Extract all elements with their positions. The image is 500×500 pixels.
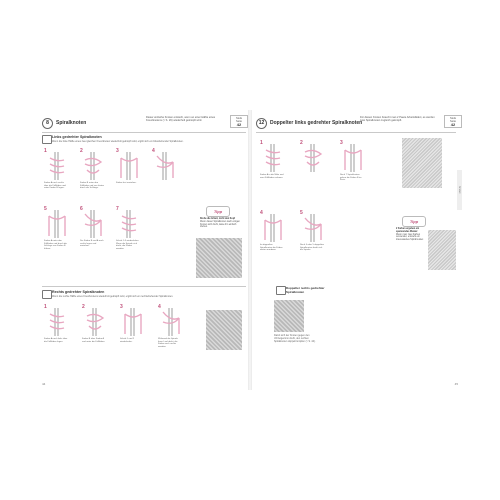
step-illustration: 3	[340, 140, 364, 174]
level-value: 42	[450, 122, 456, 127]
page-number: 44	[42, 382, 46, 386]
right-page: 12 Doppelter links gedrehter Spiralknote…	[252, 110, 462, 390]
step-caption: Faden A unter den Füllfäden und durch di…	[44, 240, 67, 251]
step-illustration: 2	[300, 140, 324, 174]
step-number: 2	[82, 304, 85, 310]
divider	[42, 286, 246, 287]
step-number: 1	[260, 140, 263, 146]
step-caption: Faden A in die Mitte und zwei Füllfäden …	[260, 174, 284, 179]
divider	[256, 132, 456, 133]
step-illustration: 4	[152, 148, 176, 182]
section-title: Rechts gedrehter Spiralknoten	[52, 290, 105, 294]
step-illustration: 3	[116, 148, 140, 182]
chapter-header: 12 Doppelter links gedrehter Spiralknote…	[256, 116, 362, 130]
level-badge: Stufe Seite 42	[444, 115, 462, 128]
step-number: 1	[44, 148, 47, 154]
step-illustration: 2	[80, 148, 104, 182]
step-number: 3	[340, 140, 343, 146]
step-caption: Nach 7 Spiralknoten gehen die Fäden B im…	[340, 174, 362, 182]
step-illustration: 1	[44, 148, 68, 182]
book-spread: 8 Spiralknoten Dieser einfache Knoten en…	[38, 110, 462, 390]
step-illustration: 4	[260, 210, 284, 244]
tipp-title: Drehe die Arbeit, nicht den Kopf	[200, 218, 236, 220]
section-description: Wenn die linke Hälfte eines zwei gleiche…	[52, 140, 184, 143]
step-number: 2	[80, 148, 83, 154]
chapter-number: 8	[42, 117, 53, 129]
step-number: 4	[152, 148, 155, 154]
chapter-header: 8 Spiralknoten	[42, 116, 86, 130]
step-caption: Schritt 1 und 2 wiederholen.	[120, 338, 135, 343]
tipp-body: Wenn man zwei Farben verwendet, entsteht…	[396, 233, 424, 242]
chapter-number: 12	[256, 117, 267, 129]
step-number: 5	[44, 206, 47, 212]
chapter-description: Dieser einfache Knoten entsteht, wenn an…	[146, 116, 216, 123]
step-illustration: 5	[300, 210, 324, 244]
step-number: 5	[300, 210, 303, 216]
step-illustration: 4	[158, 304, 182, 338]
gutter	[248, 110, 252, 390]
divider	[42, 132, 246, 133]
step-number: 1	[44, 304, 47, 310]
knot-icon	[276, 286, 286, 295]
step-caption: Während die Spirale ihren Lauf dreht, di…	[158, 338, 178, 349]
knot-photo	[274, 300, 304, 332]
section-title: Doppelter rechts gedrehter Spiralknoten	[286, 286, 325, 294]
step-caption: Die Fäden B und A nach rechts legen und …	[80, 240, 104, 248]
step-illustration: 1	[44, 304, 68, 338]
level-label: Stufe Seite	[235, 117, 243, 123]
step-illustration: 3	[120, 304, 144, 338]
step-number: 2	[300, 140, 303, 146]
step-illustration: 2	[82, 304, 106, 338]
step-caption: Faden B über Faden A und unter die Füllf…	[82, 338, 105, 343]
step-illustration: 7	[116, 206, 140, 240]
section-title: Links gedrehter Spiralknoten	[52, 135, 102, 139]
section-description: Damit sich der Knoten gegen den Uhrzeige…	[274, 334, 316, 343]
knot-photo	[206, 310, 242, 350]
step-caption: Fäden fest anziehen.	[116, 182, 137, 184]
step-caption: Faden A nach rechts über die Füllfäden u…	[44, 182, 66, 190]
step-number: 3	[116, 148, 119, 154]
step-number: 7	[116, 206, 119, 212]
step-caption: Faden A nach links über die Füllfäden le…	[44, 338, 68, 343]
knot-icon	[42, 290, 52, 299]
level-badge: Stufe Seite 42	[230, 115, 248, 128]
knot-icon	[42, 135, 52, 144]
section-description: Wenn die rechte Hälfte eines Kreuzknoten…	[52, 295, 174, 298]
step-caption: Nach 4 oder 5 doppelten Spiralknoten dre…	[300, 244, 324, 252]
tipp-badge: Tipp	[206, 206, 230, 217]
step-illustration: 6	[80, 206, 104, 240]
chapter-description: Für diesen Knoten braucht man 2 Paare Ar…	[360, 116, 435, 123]
tipp-body: Wenn dieser Spiralknoten nach einigen Kn…	[200, 220, 240, 229]
tipp-badge: Tipp	[402, 216, 426, 227]
page-number: 45	[454, 382, 458, 386]
step-number: 3	[120, 304, 123, 310]
knot-photo	[428, 230, 456, 270]
step-caption: Schritt 1-3 wiederholen. Wenn die Spiral…	[116, 240, 139, 251]
left-page: 8 Spiralknoten Dieser einfache Knoten en…	[38, 110, 248, 390]
tipp-title: 2 Farben ergeben ein spannendes Muster	[396, 228, 420, 233]
step-illustration: 1	[260, 140, 284, 174]
step-illustration: 5	[44, 206, 68, 240]
side-tab: Knoten	[457, 170, 462, 210]
tipp-text: 2 Farben ergeben ein spannendes Muster W…	[396, 228, 426, 242]
tipp-text: Drehe die Arbeit, nicht den Kopf Wenn di…	[200, 218, 240, 229]
chapter-title: Doppelter links gedrehter Spiralknoten	[270, 120, 363, 126]
level-value: 42	[236, 122, 242, 127]
level-label: Stufe Seite	[449, 117, 457, 123]
step-number: 4	[158, 304, 161, 310]
step-number: 4	[260, 210, 263, 216]
step-number: 6	[80, 206, 83, 212]
step-caption: Im doppelten Spiralknoten die Fäden weit…	[260, 244, 283, 252]
knot-photo	[402, 138, 442, 188]
chapter-title: Spiralknoten	[56, 120, 87, 126]
knot-photo	[196, 238, 242, 278]
step-caption: Faden B unter den Füllfäden und von hint…	[80, 182, 104, 190]
